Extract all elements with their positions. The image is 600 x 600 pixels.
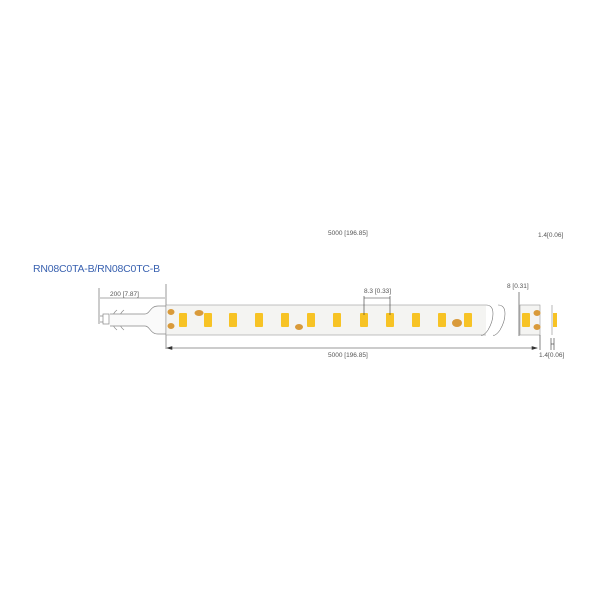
leds	[179, 313, 557, 327]
dim-strip-width: 8 [0.31]	[507, 283, 529, 290]
dim-total-length-bottom: 5000 [196.85]	[328, 352, 368, 359]
dim-total-length-top: 5000 [196.85]	[328, 230, 368, 237]
cable-connector	[100, 305, 167, 335]
dim-led-pitch: 8.3 [0.33]	[364, 288, 392, 295]
product-title: RN08C0TA-B/RN08C0TC-B	[33, 263, 160, 275]
dim-thickness-top: 1.4[0.06]	[538, 232, 564, 239]
strip-body	[165, 302, 541, 338]
dim-thickness-bottom: 1.4[0.06]	[539, 352, 565, 359]
dim-lead-length: 200 [7.87]	[110, 291, 139, 298]
solder-pads	[167, 309, 541, 330]
